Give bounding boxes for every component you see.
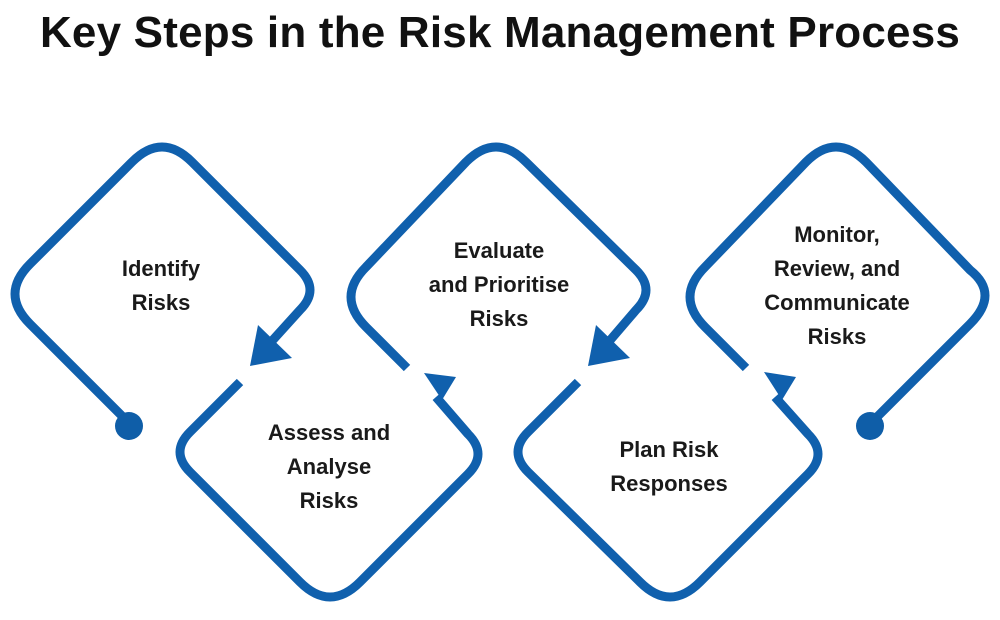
step-label-line: Risks (131, 290, 191, 315)
step-label-line: Assess and (267, 420, 391, 445)
arrow-head-down-left (588, 325, 630, 366)
step-label-line: Review, and (773, 256, 901, 281)
step-label-evaluate-prioritise: Evaluate and Prioritise Risks (404, 234, 594, 336)
start-dot (115, 412, 143, 440)
step-3-diamond (346, 142, 651, 372)
step-2-diamond (175, 378, 483, 602)
diagram-title: Key Steps in the Risk Management Process (39, 8, 961, 57)
step-label-line: Risks (299, 488, 359, 513)
step-5-diamond (685, 142, 990, 428)
step-label-monitor-review: Monitor, Review, and Communicate Risks (742, 218, 932, 354)
arrow-head-down-left (250, 325, 292, 366)
step-label-identify-risks: Identify Risks (66, 252, 256, 320)
arrow-head-up (424, 373, 456, 400)
step-label-plan-responses: Plan Risk Responses (574, 433, 764, 501)
step-4-diamond (513, 378, 823, 602)
step-label-line: Risks (469, 306, 529, 331)
step-label-line: Risks (807, 324, 867, 349)
end-dot (856, 412, 884, 440)
step-label-line: Communicate (764, 290, 910, 315)
step-label-line: Identify (121, 256, 201, 281)
step-label-line: Monitor, (794, 222, 880, 247)
step-1-diamond (10, 142, 315, 426)
step-label-line: Evaluate (453, 238, 545, 263)
step-label-line: Responses (610, 471, 728, 496)
arrow-head-up (764, 372, 796, 400)
step-label-assess-analyse: Assess and Analyse Risks (234, 416, 424, 518)
step-label-line: Analyse (286, 454, 372, 479)
step-label-line: and Prioritise (428, 272, 570, 297)
step-label-line: Plan Risk (619, 437, 719, 462)
